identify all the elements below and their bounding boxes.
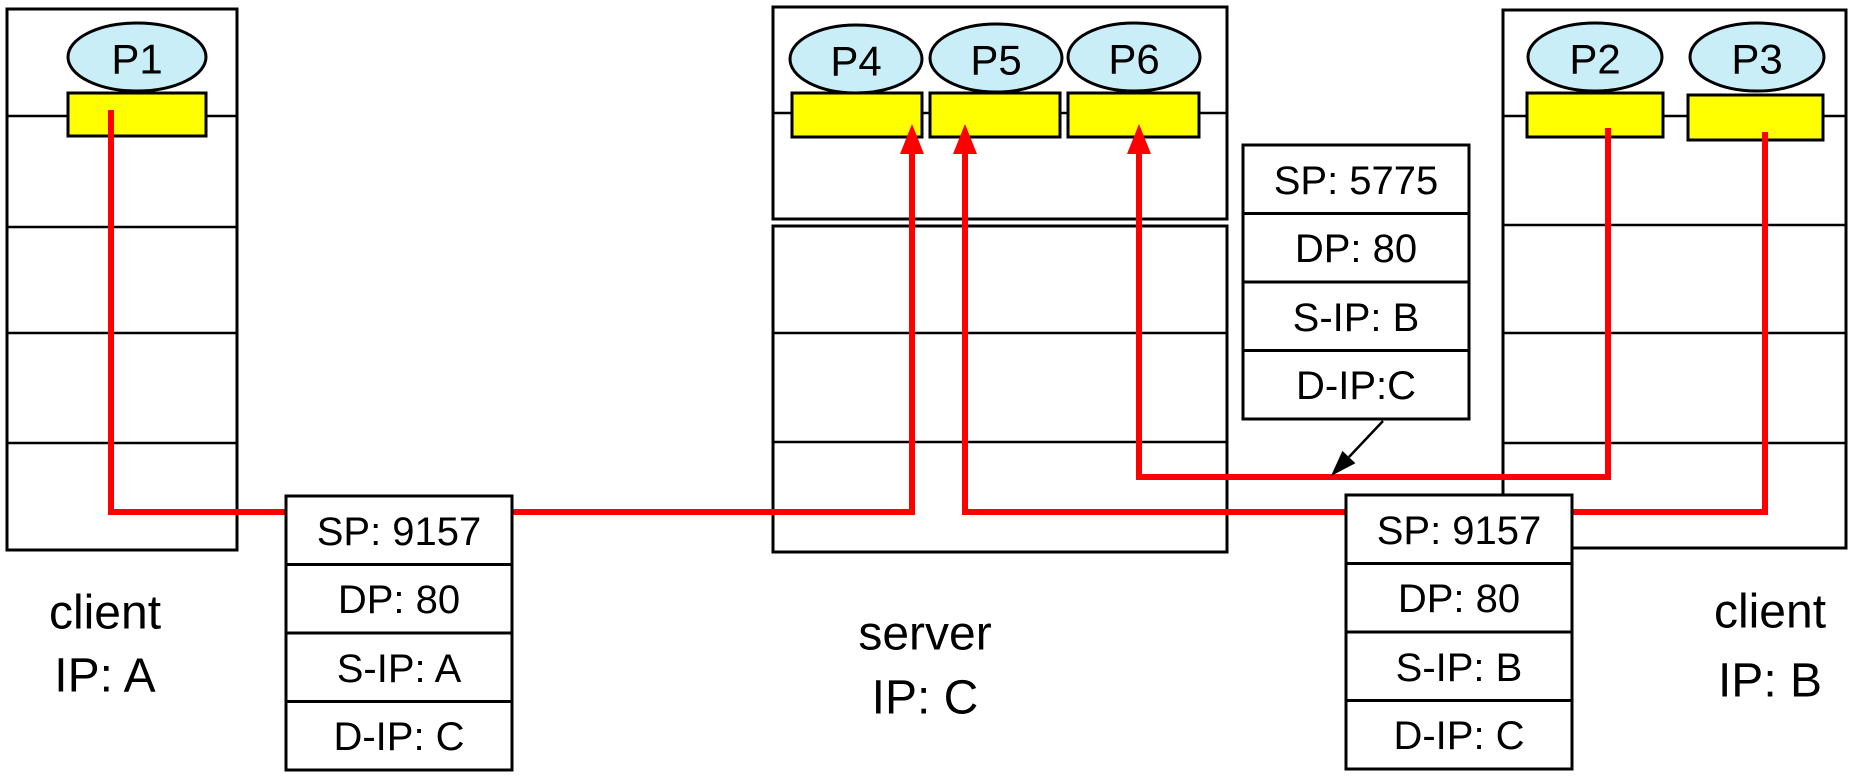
segment-row-box — [1241, 280, 1471, 352]
p2-socket — [1525, 91, 1665, 139]
client-b-ip-label: IP: B — [1718, 655, 1822, 708]
segment-row-box — [284, 494, 514, 566]
client-b-role-label: client — [1714, 586, 1826, 639]
callout-arrow — [1331, 420, 1384, 476]
segment-from-b-5775: SP: 5775 DP: 80 S-IP: B D-IP:C — [1241, 143, 1471, 421]
client-a-ip-label: IP: A — [54, 650, 155, 703]
p6-socket — [1066, 91, 1201, 139]
host-labels: client IP: A server IP: C client IP: B — [49, 586, 1826, 725]
segment-from-b-9157: SP: 9157 DP: 80 S-IP: B D-IP: C — [1344, 493, 1574, 771]
arrowhead-p5-socket — [953, 124, 977, 154]
segment-dest-port: DP: 80 — [1398, 577, 1520, 621]
segment-row-box — [1344, 562, 1574, 634]
callout-arrowhead-icon — [1331, 450, 1356, 476]
p1-socket — [66, 91, 208, 138]
segment-row-box — [1344, 493, 1574, 565]
process-p5-label: P5 — [970, 37, 1021, 84]
client-b-host: P2 P3 — [1501, 8, 1848, 550]
segment-row-box — [1241, 212, 1471, 284]
segment-row-box — [1344, 699, 1574, 771]
segment-source-ip: S-IP: B — [1293, 296, 1420, 340]
process-p1-label: P1 — [111, 36, 162, 83]
segment-row-box — [284, 631, 514, 703]
client-b-stack-box — [1501, 8, 1848, 550]
client-a-role-label: client — [49, 587, 161, 640]
segment-row-box — [1241, 349, 1471, 421]
server-ip-label: IP: C — [872, 672, 979, 725]
segment-row-box — [284, 700, 514, 772]
segment-dest-ip: D-IP:C — [1296, 364, 1416, 408]
segment-dest-port: DP: 80 — [338, 578, 460, 622]
process-p2-label: P2 — [1569, 36, 1620, 83]
segment-source-port: SP: 9157 — [1377, 509, 1542, 553]
p3-socket — [1686, 93, 1825, 142]
segment-source-ip: S-IP: A — [337, 647, 462, 691]
connection-p2-p6-line — [1136, 128, 1611, 480]
server-role-label: server — [858, 608, 991, 661]
p5-socket — [928, 91, 1062, 139]
arrowhead-p6-socket — [1127, 124, 1151, 154]
process-p6-ellipse — [1066, 21, 1202, 93]
server-stack-box — [771, 224, 1229, 554]
server-c-host: P4 P5 P6 — [771, 5, 1229, 554]
process-p3-ellipse — [1688, 21, 1826, 93]
segment-dest-ip: D-IP: C — [1393, 714, 1524, 758]
segment-source-port: SP: 9157 — [317, 510, 482, 554]
p4-socket — [790, 91, 924, 139]
segment-source-ip: S-IP: B — [1396, 646, 1523, 690]
process-p6-label: P6 — [1108, 36, 1159, 83]
segment-source-port: SP: 5775 — [1274, 159, 1439, 203]
process-p1-ellipse — [66, 21, 208, 93]
process-p3-label: P3 — [1731, 36, 1782, 83]
process-p4-label: P4 — [830, 38, 881, 85]
segment-row-box — [1241, 143, 1471, 215]
segment-dest-ip: D-IP: C — [333, 715, 464, 759]
segment-row-box — [1344, 630, 1574, 702]
arrowhead-p4-socket — [900, 124, 924, 154]
process-p2-ellipse — [1526, 21, 1664, 93]
client-a-host: P1 — [5, 7, 239, 552]
segment-from-a: SP: 9157 DP: 80 S-IP: A D-IP: C — [284, 494, 514, 772]
segment-dest-port: DP: 80 — [1295, 227, 1417, 271]
callout-arrow-line — [1348, 420, 1384, 458]
